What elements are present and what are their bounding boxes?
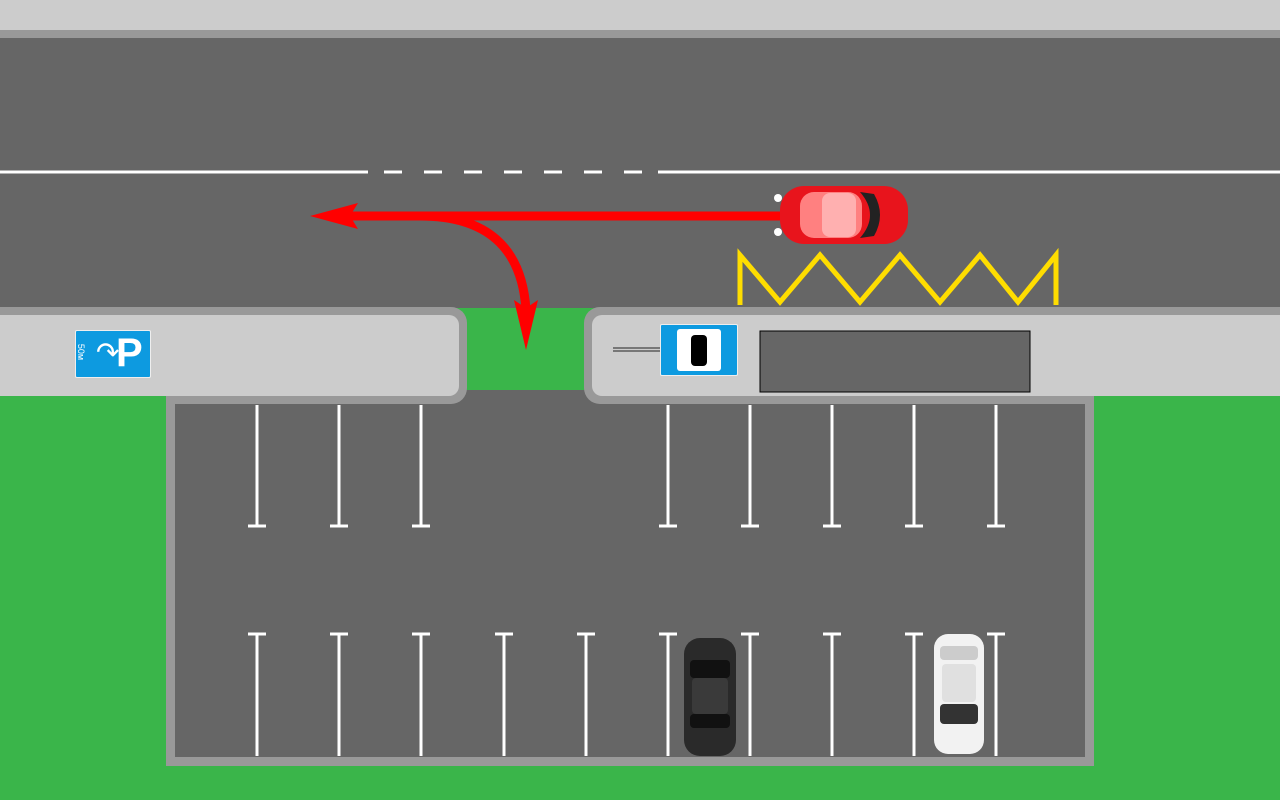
top-curb <box>0 30 1280 38</box>
uturn-arrow-icon: ↷ <box>96 337 120 368</box>
top-sidewalk <box>0 0 1280 30</box>
arrowhead-left <box>310 203 358 229</box>
parking-distance: 50м <box>76 343 87 361</box>
bus-sign-panel <box>677 329 721 371</box>
red-car <box>774 186 908 244</box>
bus-icon <box>691 335 707 366</box>
turn-path-arrow <box>419 211 531 311</box>
bus-lane-sign <box>660 324 738 376</box>
parking-sign: P ↷ 50м <box>75 330 151 378</box>
parking-letter: P <box>116 331 143 375</box>
grass-right <box>1094 396 1280 406</box>
bus-stop-pavilion <box>759 330 1031 393</box>
zigzag-marking <box>737 247 1059 306</box>
parking-lot <box>175 390 1085 757</box>
grass-left <box>0 396 166 406</box>
black-car <box>684 638 736 756</box>
arrowhead-down <box>514 300 538 350</box>
white-car <box>934 634 984 754</box>
left-sidewalk <box>0 315 459 396</box>
parking-stall-lines <box>248 405 1005 756</box>
